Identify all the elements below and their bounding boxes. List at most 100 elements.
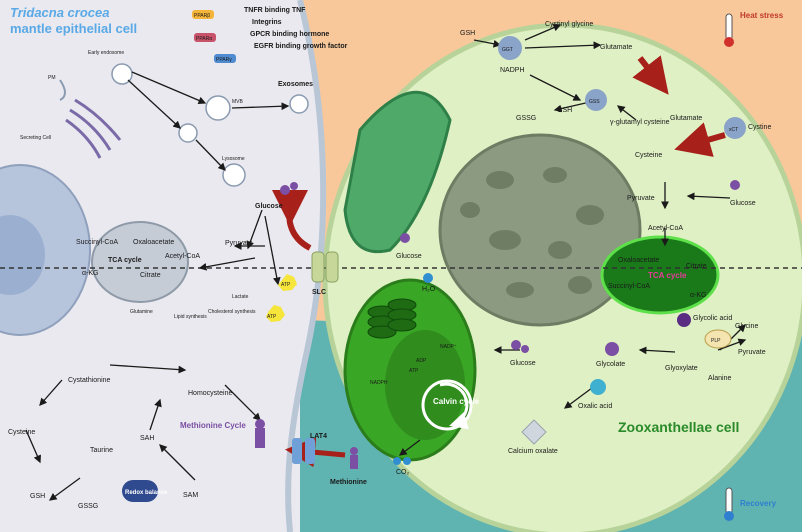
zoox-tca-label: TCA cycle: [648, 271, 687, 280]
receptor-tag-2: [194, 33, 216, 42]
chloroplast-lobe: [343, 91, 452, 254]
zoox-glutamate2-label: Glutamate: [670, 115, 702, 122]
glucose-transfer-arrow: [271, 189, 312, 251]
zoox-pyruvate2-label: Pyruvate: [738, 349, 766, 356]
recovery-label: Recovery: [740, 499, 777, 508]
calvin-cycle-label: Calvin cycle: [433, 397, 480, 406]
xct-label: xCT: [729, 127, 738, 133]
glycolate-label: Glycolate: [596, 361, 625, 368]
host-succinyl-label: Succinyl-CoA: [76, 239, 118, 246]
zoox-name-label: Zooxanthellae cell: [618, 419, 739, 435]
chloroplast-stroma: [385, 330, 465, 440]
host-gssg-label: GSSG: [78, 503, 98, 510]
cholesterol-label: Cholesterol synthesis: [208, 309, 256, 315]
receptor-label-3: GPCR binding hormone: [250, 31, 329, 38]
alanine-label: Alanine: [708, 375, 731, 382]
gss-enzyme: [585, 89, 607, 111]
host-nucleus: [0, 164, 91, 336]
host-membrane: [285, 0, 327, 532]
calvin-arrow: [439, 382, 469, 430]
receptor-tag-text-1: PPARβ: [194, 13, 210, 19]
molecule-glyphs: [255, 180, 740, 469]
zoox-arrows: [473, 23, 747, 409]
zoox-mitochondrion: [600, 235, 720, 315]
lipid-synthesis-label: Lipid synthesis: [174, 314, 207, 320]
glutamate-arrow: [632, 55, 669, 95]
slc-label: SLC: [312, 289, 326, 296]
early-endosome-label: Early endosome: [88, 50, 124, 56]
gss-label: GSS: [589, 99, 600, 105]
atp-star-2: [266, 305, 285, 322]
ggt-label: GGT: [502, 47, 513, 53]
golgi: [65, 98, 122, 159]
zoox-gsh2-label: GSH: [557, 107, 572, 114]
methionine-cycle-label: Methionine Cycle: [180, 421, 246, 430]
title-line2: mantle epithelial cell: [10, 21, 137, 36]
glyoxylate-label: Glyoxylate: [665, 365, 698, 372]
oxalic-acid-label: Oxalic acid: [578, 403, 612, 410]
zoox-pyruvate-label: Pyruvate: [627, 195, 655, 202]
recovery-thermometer-icon: [724, 487, 734, 521]
exosomes-label: Exosomes: [278, 81, 313, 88]
host-glucose-label: Glucose: [255, 203, 283, 210]
slc-transporter: [311, 251, 339, 283]
zoox-glycine-label: Glycine: [735, 323, 758, 330]
zoox-acetylcoa-label: Acetyl-CoA: [648, 225, 683, 232]
calvin-cycle-ring: [421, 379, 473, 431]
taurine-label: Taurine: [90, 447, 113, 454]
host-oxaloacetate-label: Oxaloacetate: [133, 239, 174, 246]
host-tca-label: TCA cycle: [108, 257, 142, 264]
host-pyruvate-label: Pyruvate: [225, 240, 253, 247]
host-gsh-label: GSH: [30, 493, 45, 500]
receptor-label-2: Integrins: [252, 19, 282, 26]
cystinyl-glycine-label: Cystinyl glycine: [545, 21, 593, 28]
plp-enzyme: [704, 329, 732, 349]
redox-balance-label: Redox balance: [125, 490, 168, 496]
zoox-gsh-label: GSH: [460, 30, 475, 37]
zoox-glucose-label: Glucose: [730, 200, 756, 207]
zoox-nadph2-label: NADPH: [370, 380, 388, 386]
vesicles: [111, 63, 246, 187]
cystathionine-label: Cystathionine: [68, 377, 111, 384]
zoox-cysteine-label: Cysteine: [635, 152, 662, 159]
sah-label: SAH: [140, 435, 154, 442]
pm-membrane-icon: [59, 79, 66, 101]
zoox-nadph-label: NADPH: [500, 67, 525, 74]
atp-label-3: ATP: [409, 368, 419, 374]
heat-thermometer-icon: [724, 13, 734, 47]
thylakoid-stacks: [367, 298, 417, 339]
zoox-oxaloacetate-label: Oxaloacetate: [618, 257, 659, 264]
h2o-label: H₂O: [422, 286, 436, 293]
co2-label: CO₂: [396, 469, 410, 476]
heat-stress-label: Heat stress: [740, 11, 784, 20]
atp-star-1: [278, 274, 297, 291]
zoox-glucose3-label: Glucose: [396, 253, 422, 260]
lactate-label: Lactate: [232, 294, 249, 300]
calcium-oxalate-label: Calcium oxalate: [508, 448, 558, 455]
atp-label-1: ATP: [281, 282, 291, 288]
mvb-label: MVB: [232, 99, 244, 105]
atp-label-2: ATP: [267, 314, 277, 320]
zoox-akg-label: α-KG: [690, 292, 707, 299]
host-akg-label: α-KG: [82, 270, 99, 277]
zoox-glucose2-label: Glucose: [510, 360, 536, 367]
xct-transporter: [724, 117, 746, 139]
plp-label: PLP: [711, 338, 721, 344]
lat4-transporter: [292, 438, 315, 464]
glycolic-acid-label: Glycolic acid: [693, 315, 732, 322]
glutamine-label: Glutamine: [130, 309, 153, 315]
lysosome-label: Lysosome: [222, 156, 245, 162]
homocysteine-label: Homocysteine: [188, 390, 232, 397]
nucleolus: [0, 215, 45, 295]
receptor-tag-text-3: PPARγ: [216, 57, 232, 63]
receptor-label-1: TNFR binding TNF: [244, 7, 306, 14]
receptor-tag-text-2: PPARα: [196, 36, 212, 42]
exosome-vesicle: [289, 94, 309, 114]
host-citrate-label: Citrate: [140, 272, 161, 279]
lat4-label: LAT4: [310, 433, 327, 440]
adp-label: ADP: [416, 358, 427, 364]
ggt-enzyme: [498, 36, 522, 60]
zoox-citrate-label: Citrate: [686, 263, 707, 270]
